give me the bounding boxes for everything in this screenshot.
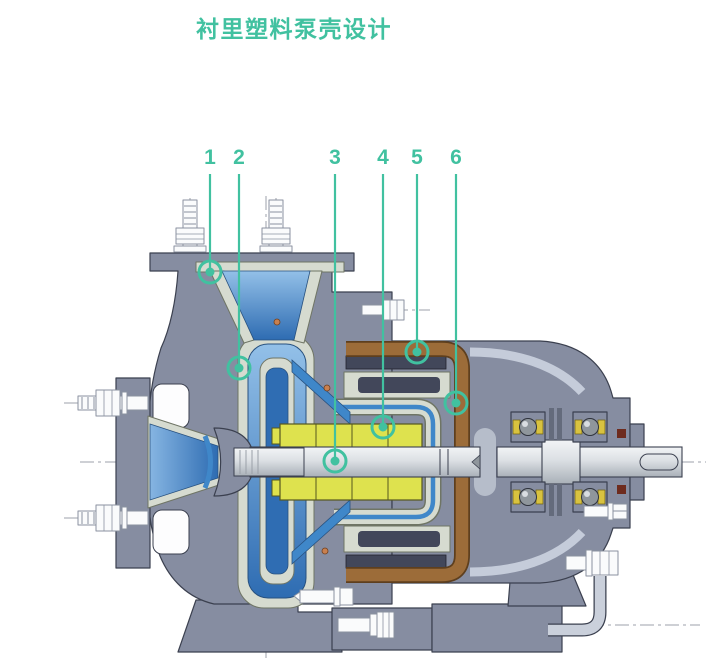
callout-4-marker <box>370 414 396 440</box>
shaft-thread-end <box>233 447 305 477</box>
foot-right <box>431 603 563 653</box>
discharge-stud-bolt <box>173 199 207 253</box>
o-ring <box>321 547 329 555</box>
impeller-vane-arc <box>202 435 213 489</box>
spacer-disc <box>549 484 554 516</box>
suction-stud-bolt <box>77 504 149 532</box>
bell-inner-highlight-top <box>469 347 586 396</box>
discharge-nozzle-bore <box>221 270 311 341</box>
callout-2-marker <box>226 355 252 381</box>
bracket-bolt-facets <box>599 551 610 575</box>
shaft-center-mark <box>471 454 481 470</box>
callout-1-marker <box>197 259 223 285</box>
inner-magnet-top <box>279 423 423 449</box>
support-bracket <box>548 549 619 637</box>
outer-magnet-band-top <box>345 355 447 370</box>
bracket-bolt-shaft <box>565 555 587 571</box>
callout-5-marker <box>404 339 430 365</box>
discharge-stud-bolt <box>259 199 293 253</box>
outer-magnet-slot-bottom <box>358 531 440 547</box>
bracket-bolt-head <box>591 550 619 576</box>
inner-magnet-bottom <box>279 475 423 501</box>
bearing-unit <box>510 408 628 521</box>
fasteners <box>77 199 405 639</box>
o-ring <box>273 318 281 326</box>
magnet-segment-lines-bottom <box>315 476 389 500</box>
callout-2-label: 2 <box>233 146 245 169</box>
suction-bore <box>149 423 219 501</box>
drain-bolt-large <box>337 611 395 639</box>
o-ring-seals <box>273 318 331 555</box>
outer-magnet-band-bottom <box>345 554 447 569</box>
drive-shaft <box>496 446 683 478</box>
spacer-disc <box>549 408 554 440</box>
drive-shaft-hub <box>541 439 581 485</box>
flange-window-bottom <box>152 509 190 555</box>
drain-plug-small <box>293 586 354 607</box>
impeller-nut-lines <box>439 449 449 475</box>
inner-magnet-rotor <box>271 423 423 501</box>
page-title: 衬里塑料泵壳设计 <box>196 16 392 42</box>
callouts: 1 2 3 4 5 6 <box>197 146 469 474</box>
callout-5-label: 5 <box>411 146 423 169</box>
seal-ring <box>617 429 626 438</box>
callout-3-label: 3 <box>329 146 341 169</box>
seal-ring <box>617 485 626 494</box>
shaft-assembly <box>233 439 683 485</box>
callout-4-label: 4 <box>377 146 389 169</box>
callout-6-marker <box>443 390 469 416</box>
callout-6-label: 6 <box>450 146 462 169</box>
callout-3-marker <box>322 448 348 474</box>
spacer-disc <box>557 484 562 516</box>
grease-bolt <box>583 502 628 521</box>
o-ring <box>323 384 331 392</box>
ball-bearing <box>510 411 546 443</box>
suction-stud-bolt <box>77 389 149 417</box>
shaft-thread-lines <box>239 450 259 474</box>
bracket-bolt-washer <box>585 549 593 577</box>
keyway <box>639 453 679 471</box>
bell-cavity-pocket <box>474 428 496 496</box>
outer-magnet-slot-top <box>358 377 440 393</box>
ball-bearing <box>510 481 546 513</box>
callout-1-label: 1 <box>204 146 216 169</box>
spacer-disc <box>557 408 562 440</box>
bell-inner-highlight-bottom <box>469 528 586 577</box>
ball-bearing <box>572 411 608 443</box>
